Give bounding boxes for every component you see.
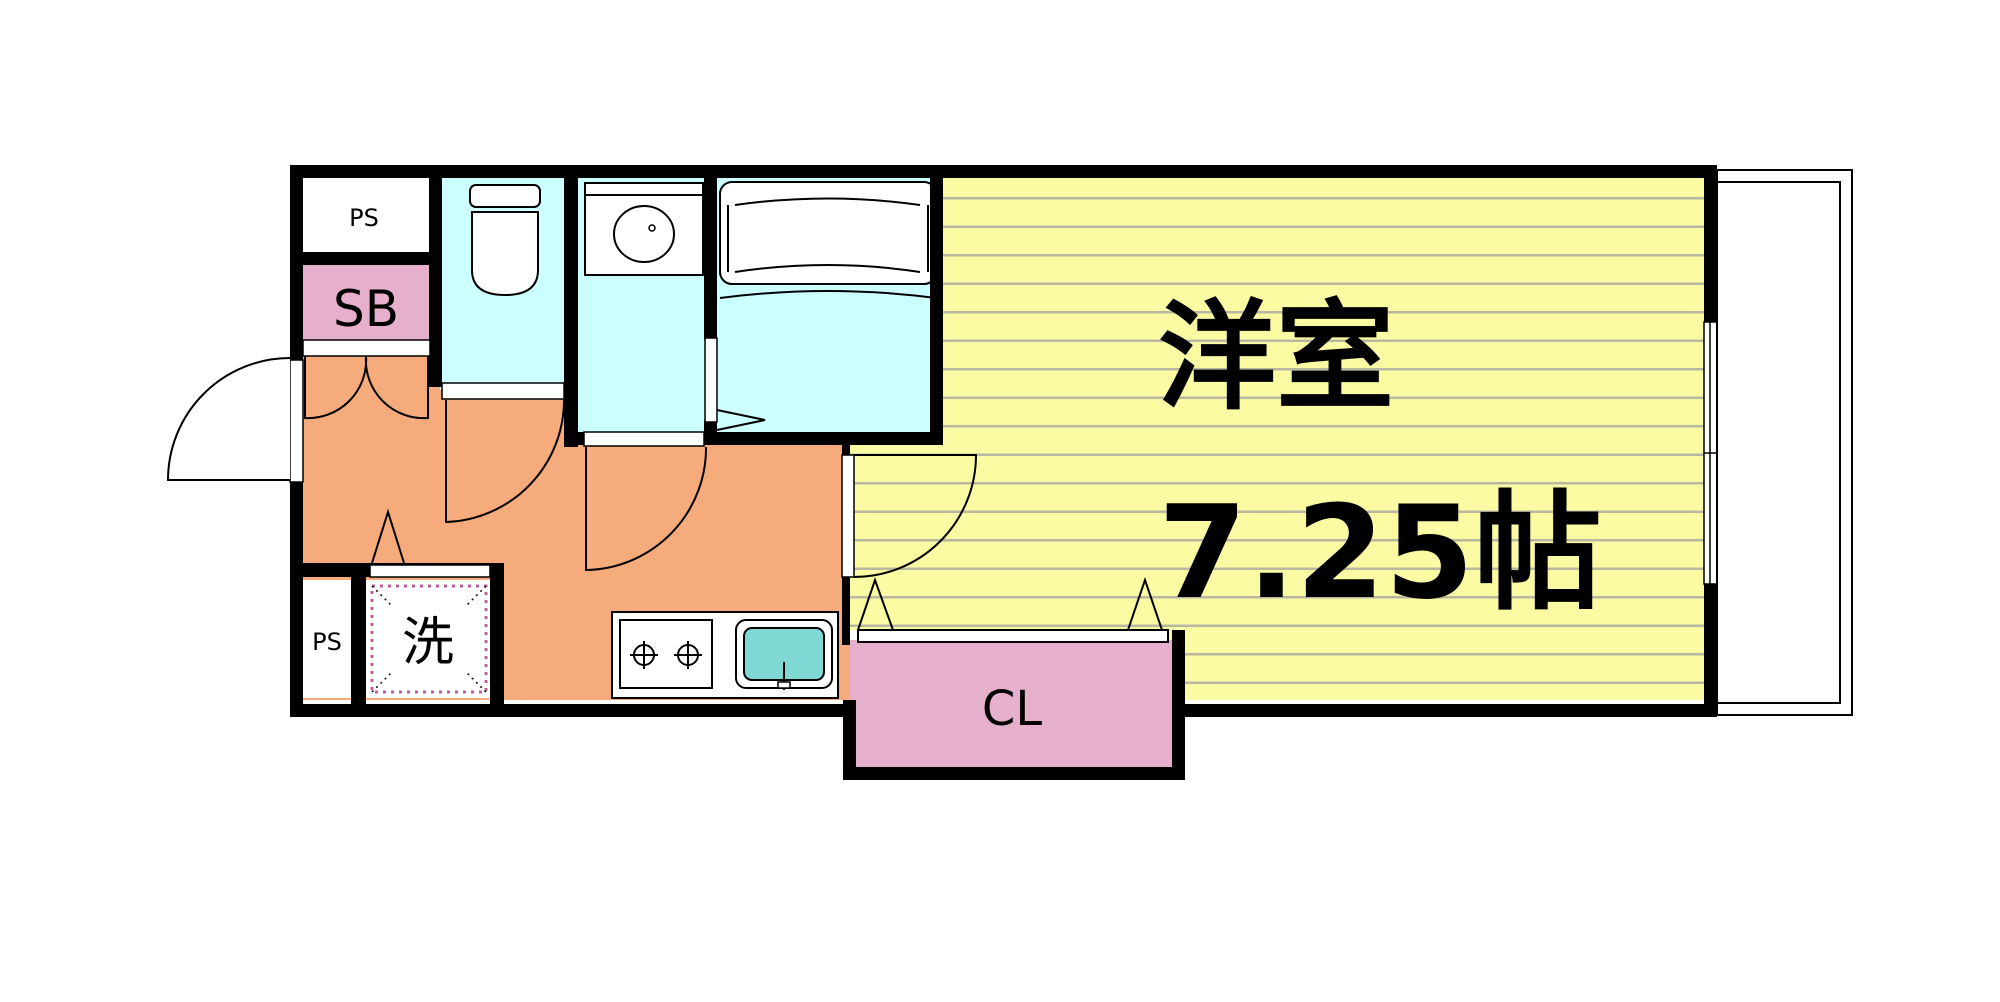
ps-top-label: PS <box>349 204 379 232</box>
walls <box>290 165 1717 780</box>
basin-bowl-icon <box>613 205 675 263</box>
washroom <box>578 175 708 433</box>
room-size-label: 7.25帖 <box>1158 479 1602 628</box>
pipe-space-top: PS <box>303 180 429 252</box>
balcony-window[interactable] <box>1703 321 1718 585</box>
washer-area-opening <box>369 508 491 578</box>
washer-label: 洗 <box>402 613 454 673</box>
burner-right-icon <box>674 641 702 669</box>
toilet-tank-icon <box>469 184 541 208</box>
door-entrance[interactable] <box>166 357 304 483</box>
sb-label: SB <box>333 280 399 338</box>
closet-door-left-icon <box>857 576 894 631</box>
room-name-label: 洋室 <box>1158 288 1394 426</box>
pipe-space-bottom: PS <box>303 580 351 698</box>
ps-bottom-label: PS <box>312 628 342 656</box>
shoe-box-doors[interactable] <box>302 339 431 420</box>
door-toilet[interactable] <box>441 382 565 524</box>
door-western-room[interactable] <box>841 454 978 578</box>
washing-machine-area: 洗 <box>366 580 492 698</box>
door-washroom[interactable] <box>583 431 708 572</box>
closet-label: CL <box>982 681 1043 737</box>
kitchen-counter <box>611 611 839 699</box>
balcony <box>1716 169 1853 716</box>
toilet-bowl-icon <box>471 211 539 297</box>
closet-rail <box>857 629 1169 643</box>
door-bathroom[interactable] <box>704 337 766 431</box>
closet-door-right-icon <box>1127 576 1163 631</box>
toilet-room <box>440 175 568 383</box>
western-room <box>848 175 1708 700</box>
bathroom <box>714 175 940 435</box>
closet: CL <box>850 576 1175 767</box>
shoe-box: SB <box>303 265 430 340</box>
burner-left-icon <box>630 641 658 669</box>
